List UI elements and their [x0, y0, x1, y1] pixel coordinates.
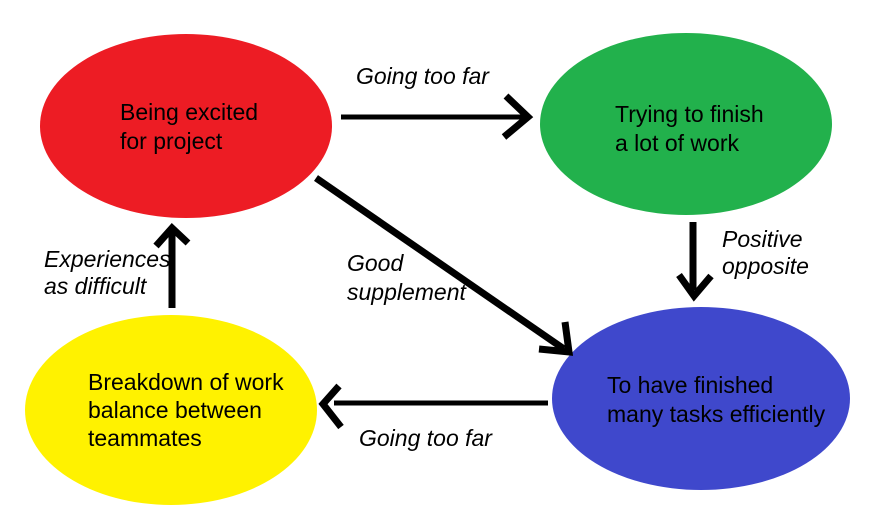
node-trying-to-finish-label: Trying to finish a lot of work	[615, 101, 764, 156]
edge-label-good-supplement: Good supplement	[347, 250, 466, 305]
edge-label-going-too-far-top: Going too far	[356, 63, 489, 89]
arrow-trying-to-finished	[676, 222, 714, 302]
node-being-excited: Being excited for project	[40, 34, 332, 218]
node-breakdown-of-work-label: Breakdown of work balance between teamma…	[88, 369, 284, 451]
arrow-finished-to-breakdown	[318, 383, 548, 430]
node-finished-many-tasks-label: To have finished many tasks efficiently	[607, 372, 826, 427]
arrow-excited-to-trying	[341, 93, 534, 140]
node-trying-to-finish: Trying to finish a lot of work	[540, 33, 832, 215]
node-breakdown-of-work: Breakdown of work balance between teamma…	[25, 315, 317, 505]
edge-label-positive-opposite: Positive opposite	[722, 226, 809, 279]
edge-label-experiences-as-difficult: Experiences as difficult	[44, 246, 171, 299]
edge-label-going-too-far-bottom: Going too far	[359, 425, 492, 451]
node-being-excited-label: Being excited for project	[120, 99, 259, 154]
node-finished-many-tasks: To have finished many tasks efficiently	[552, 307, 850, 490]
